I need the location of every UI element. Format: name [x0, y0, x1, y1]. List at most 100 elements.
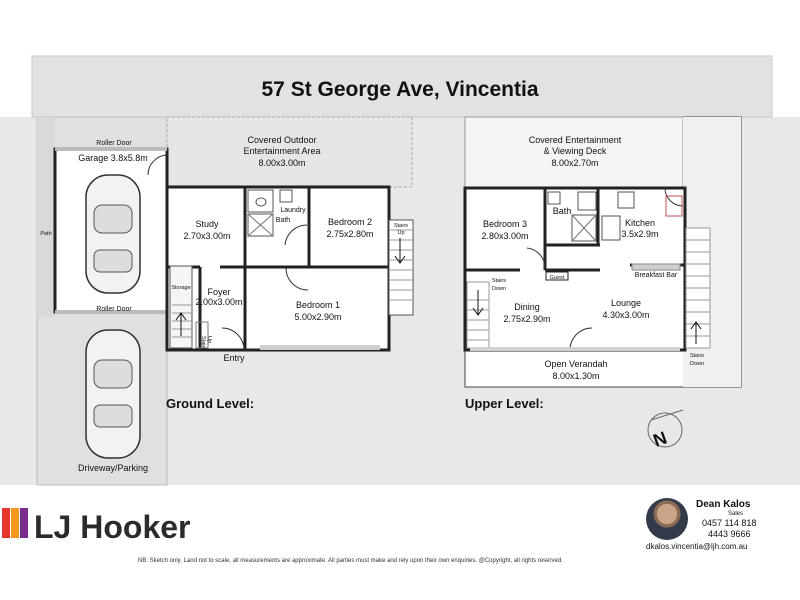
laundry-bath-label: Bath — [276, 217, 291, 224]
path-label: Path — [40, 231, 51, 237]
bedroom-2-size: 2.75x2.80m — [326, 229, 373, 239]
small-stairs-label: Stairs — [200, 336, 206, 350]
outdoor-area — [166, 116, 413, 188]
bedroom-1-size: 5.00x2.90m — [294, 312, 341, 322]
car-icon — [85, 329, 141, 459]
stairs-down-label: Down — [492, 286, 506, 292]
vanity-fixture — [577, 191, 597, 211]
outdoor-area-label: Entertainment Area — [243, 146, 320, 156]
guest-label: Guest — [550, 275, 565, 281]
upper-level-plan: Covered Entertainment & Viewing Deck 8.0… — [463, 116, 742, 411]
foyer-label: Foyer — [207, 287, 230, 297]
title-banner — [31, 55, 773, 118]
agent-photo — [646, 498, 688, 540]
stove-icon — [601, 215, 621, 241]
verandah-size: 8.00x1.30m — [552, 371, 599, 381]
logo-bar-orange — [11, 508, 19, 538]
dining-label: Dining — [514, 302, 540, 312]
disclaimer: NB: Sketch only. Land not to scale, all … — [138, 558, 563, 564]
bedroom-3-label: Bedroom 3 — [483, 219, 527, 229]
agent-name: Dean Kalos — [696, 499, 751, 510]
compass-icon: N — [647, 409, 684, 451]
shower-fixture — [247, 213, 274, 237]
verandah-label: Open Verandah — [544, 359, 607, 369]
shower-line — [247, 213, 274, 237]
study-label: Study — [195, 219, 219, 229]
door-swing — [664, 187, 684, 207]
brand-name: LJ Hooker — [34, 509, 190, 545]
breakfast-bar-label: Breakfast Bar — [635, 272, 678, 279]
page-title: 57 St George Ave, Vincentia — [262, 78, 539, 101]
lounge-label: Lounge — [611, 298, 641, 308]
stairs-up-right — [388, 219, 414, 316]
laundry-label: Laundry — [280, 207, 306, 214]
entry-label: Entry — [223, 353, 245, 363]
garage-label: Garage 3.8x5.8m — [78, 153, 148, 163]
path-strip — [37, 117, 55, 317]
door-swing — [569, 327, 593, 351]
roller-door-bottom-label: Roller Door — [96, 306, 132, 313]
stairs-down-right — [685, 227, 711, 349]
window-strip — [470, 347, 680, 351]
agent-role: Sales — [728, 511, 744, 517]
window-strip — [260, 345, 380, 350]
stairs-down-right-label: Down — [690, 361, 704, 367]
door-swing — [285, 267, 309, 291]
bedroom-1-label: Bedroom 1 — [296, 300, 340, 310]
lounge-size: 4.30x3.00m — [602, 310, 649, 320]
basin-icon — [255, 197, 267, 207]
foyer-size: 2.00x3.00m — [195, 297, 242, 307]
stairs-up-label: Stairs — [394, 223, 408, 229]
shower-fixture — [571, 214, 597, 242]
ground-level-heading: Ground Level: — [166, 396, 254, 411]
guest-box — [545, 271, 569, 281]
logo-bar-purple — [20, 508, 28, 538]
vanity-fixture — [247, 189, 274, 213]
deck-area — [464, 116, 684, 189]
bedroom-3-size: 2.80x3.00m — [481, 231, 528, 241]
driveway-label: Driveway/Parking — [78, 463, 148, 473]
deck-size: 8.00x2.70m — [551, 158, 598, 168]
sink-icon — [617, 191, 635, 209]
storage-stair-treads — [172, 304, 192, 338]
stairs-down-label: Stairs — [492, 278, 506, 284]
stairs-arrow-head — [175, 312, 187, 321]
small-stairs — [195, 321, 209, 349]
outdoor-area-size: 8.00x3.00m — [258, 158, 305, 168]
dining-size: 2.75x2.90m — [503, 314, 550, 324]
agent-card: Dean Kalos Sales 0457 114 818 4443 9666 … — [640, 494, 800, 554]
shower-line — [571, 214, 597, 242]
ground-level-plan: Roller Door Garage 3.8x5.8m Covered Outd… — [36, 116, 414, 486]
fridge-icon — [665, 195, 683, 217]
breakfast-bar — [631, 263, 681, 271]
compass-letter: N — [651, 428, 670, 451]
deck-label: Covered Entertainment — [529, 135, 622, 145]
stairs-down-left — [466, 281, 490, 349]
agent-email[interactable]: dkalos.vincentia@ljh.com.au — [646, 542, 748, 551]
agent-phone[interactable]: 0457 114 818 — [702, 518, 757, 528]
door-swing — [221, 327, 245, 351]
deck-label: & Viewing Deck — [544, 146, 607, 156]
door-swing — [284, 224, 308, 246]
agent-phone-2[interactable]: 4443 9666 — [708, 529, 751, 539]
stairs-down-right-label: Stairs — [690, 353, 704, 359]
kitchen-size: 3.5x2.9m — [621, 229, 658, 239]
toilet-icon — [547, 191, 561, 205]
car-icon — [85, 174, 141, 294]
upper-level-heading: Upper Level: — [465, 396, 544, 411]
bedroom-2-label: Bedroom 2 — [328, 217, 372, 227]
small-stairs-label: Up — [206, 336, 212, 343]
toilet-icon — [279, 189, 293, 203]
study-size: 2.70x3.00m — [183, 231, 230, 241]
brand-logo: LJ Hooker — [0, 500, 220, 560]
stairs-up-label: Up — [397, 230, 404, 236]
bath-label: Bath — [553, 206, 572, 216]
roller-door-top-label: Roller Door — [96, 140, 132, 147]
kitchen-label: Kitchen — [625, 218, 655, 228]
door-swing — [147, 154, 168, 176]
door-swing — [526, 247, 546, 269]
storage-room — [169, 265, 193, 349]
outdoor-area-label: Covered Outdoor — [247, 135, 316, 145]
logo-bar-red — [2, 508, 10, 538]
